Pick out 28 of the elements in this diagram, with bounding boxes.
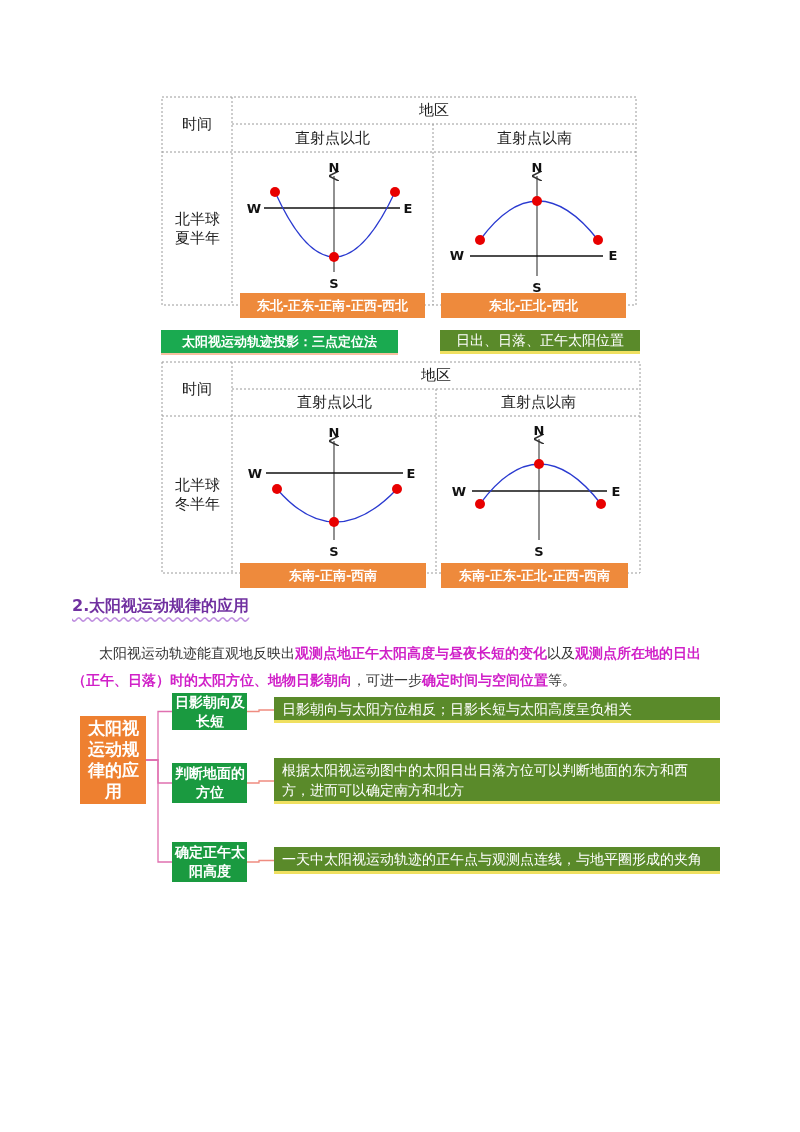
compass-letter: N bbox=[530, 158, 544, 176]
table-header: 地区 bbox=[418, 100, 450, 121]
compass-letter: S bbox=[531, 278, 543, 296]
compass-letter: W bbox=[451, 482, 467, 500]
compass-letter: N bbox=[532, 421, 546, 439]
compass-letter: S bbox=[533, 542, 545, 560]
table-header: 直射点以南 bbox=[496, 127, 573, 149]
compass-letter: E bbox=[402, 199, 414, 217]
paragraph: 太阳视运动轨迹能直观地反映出观测点地正午太阳高度与昼夜长短的变化以及观测点所在地的日出（正午、日落）时的太阳方位、地物日影朝向，可进一步确定时间与空间位置等。 bbox=[72, 644, 702, 690]
compass-letter: W bbox=[247, 464, 263, 482]
table-header: 时间 bbox=[181, 114, 213, 135]
table-header: 直射点以北 bbox=[295, 392, 373, 413]
compass-letter: N bbox=[327, 158, 341, 176]
table-header: 直射点以北 bbox=[294, 127, 371, 149]
compass-letter: E bbox=[610, 482, 622, 500]
row-header: 北半球冬半年 bbox=[173, 474, 221, 515]
compass-letter: S bbox=[328, 542, 340, 560]
table-header: 直射点以南 bbox=[499, 392, 577, 413]
compass-letter: S bbox=[328, 274, 340, 292]
table-header: 时间 bbox=[181, 378, 213, 400]
compass-letter: E bbox=[405, 464, 417, 482]
row-header: 北半球夏半年 bbox=[173, 208, 221, 249]
compass-letter: W bbox=[246, 199, 262, 217]
compass-letter: E bbox=[607, 246, 619, 264]
section-heading: 2.太阳视运动规律的应用 bbox=[72, 594, 251, 617]
compass-letter: W bbox=[449, 246, 465, 264]
compass-letter: N bbox=[327, 423, 341, 441]
table-header: 地区 bbox=[420, 365, 452, 386]
